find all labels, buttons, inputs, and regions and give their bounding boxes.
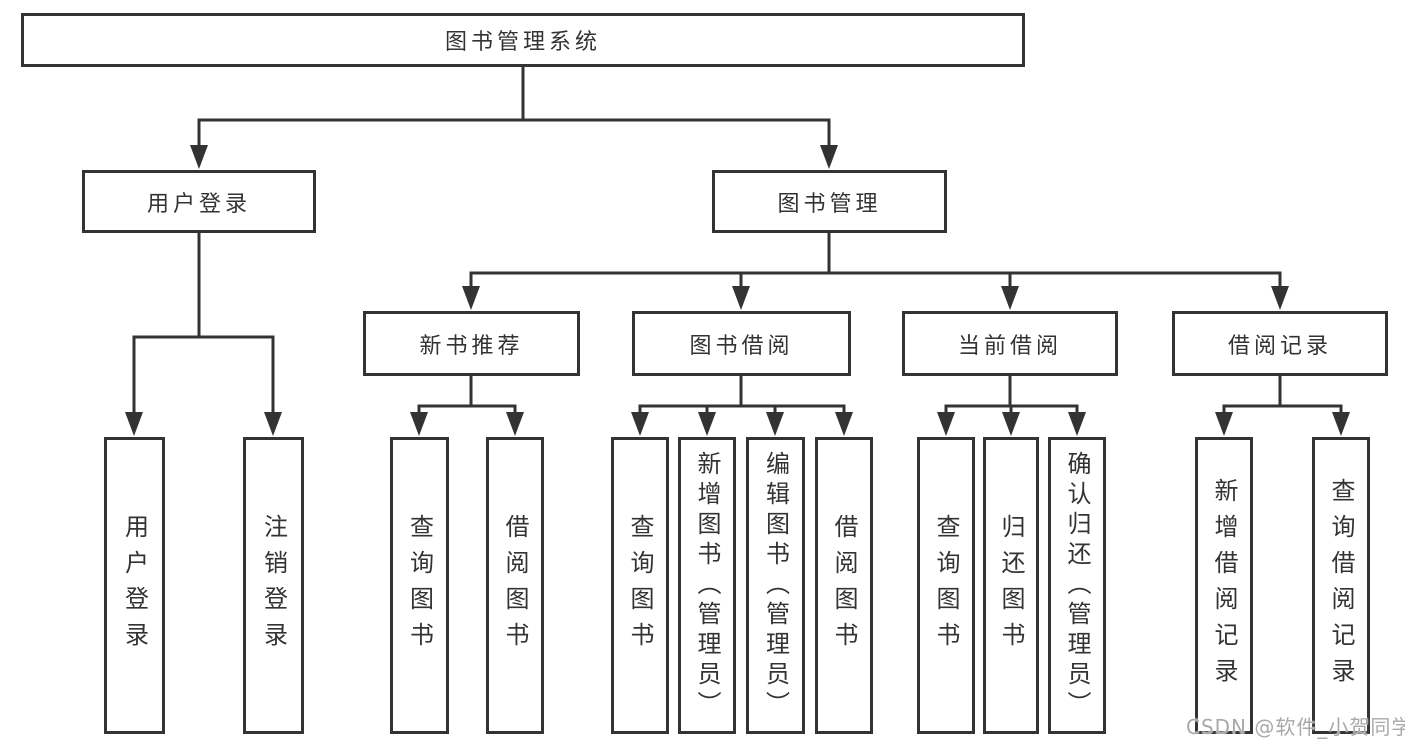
node-login: 用户登录 [104,437,165,734]
node-query-borrow-record: 查询借阅记录 [1312,437,1370,734]
csdn-watermark: CSDN @软件_小贺同学 [1186,715,1405,739]
node-root: 图书管理系统 [21,13,1025,67]
arrowheads [125,145,1350,436]
node-borrow-books-borrow: 借阅图书 [815,437,873,734]
node-edit-books-admin: 编辑图书（管理员） [746,437,805,734]
node-borrow-record: 借阅记录 [1172,311,1388,376]
node-logout: 注销登录 [243,437,304,734]
node-current-borrow: 当前借阅 [902,311,1118,376]
node-new-book-recommend: 新书推荐 [363,311,580,376]
node-add-books-admin: 新增图书（管理员） [678,437,736,734]
node-book-management: 图书管理 [712,170,947,233]
node-add-borrow-record: 新增借阅记录 [1195,437,1253,734]
node-user-login-group: 用户登录 [82,170,316,233]
node-query-books-current: 查询图书 [917,437,975,734]
node-return-books: 归还图书 [983,437,1039,734]
node-borrow-books-recommend: 借阅图书 [486,437,544,734]
node-book-borrow: 图书借阅 [632,311,851,376]
node-confirm-return-admin: 确认归还（管理员） [1048,437,1106,734]
node-query-books-borrow: 查询图书 [611,437,669,734]
node-query-books-recommend: 查询图书 [390,437,449,734]
